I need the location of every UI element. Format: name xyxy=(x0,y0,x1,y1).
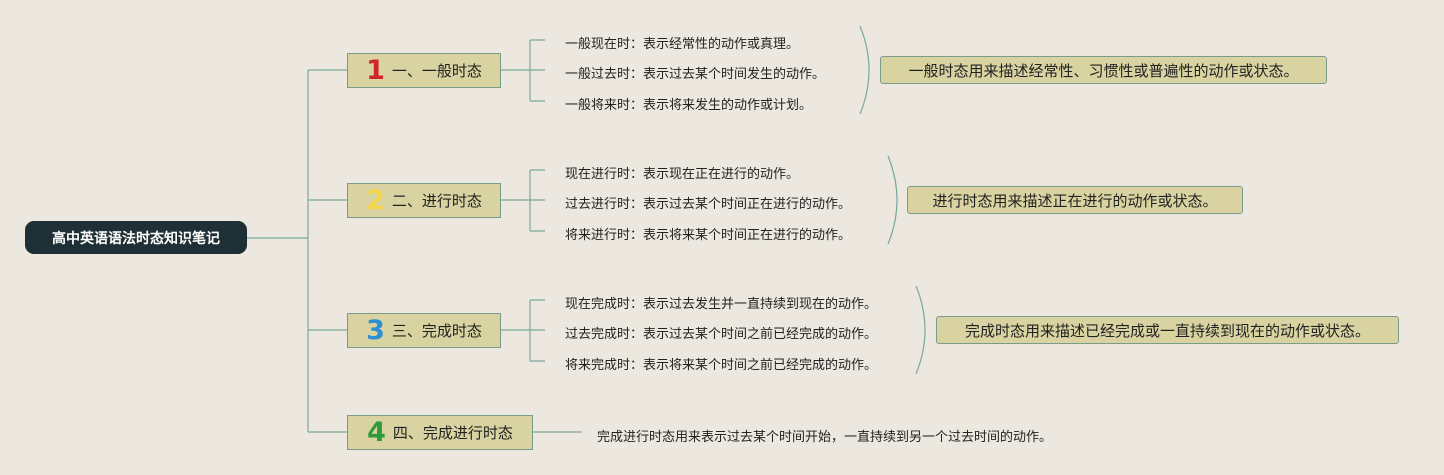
branch-label-4: 四、完成进行时态 xyxy=(392,424,513,442)
leaf-1-2[interactable]: 一般过去时：表示过去某个时间发生的动作。 xyxy=(565,67,826,82)
branch-label-3: 三、完成时态 xyxy=(391,322,482,340)
leaf-3-3[interactable]: 将来完成时：表示将来某个时间之前已经完成的动作。 xyxy=(565,358,878,373)
leaf-2-2[interactable]: 过去进行时：表示过去某个时间正在进行的动作。 xyxy=(565,197,852,212)
branch-node-4[interactable]: 4 四、完成进行时态 xyxy=(347,415,533,450)
leaf-3-1[interactable]: 现在完成时：表示过去发生并一直持续到现在的动作。 xyxy=(565,297,878,312)
branch-number-3: 3 xyxy=(366,315,385,346)
leaf-1-1[interactable]: 一般现在时：表示经常性的动作或真理。 xyxy=(565,37,800,52)
summary-1[interactable]: 一般时态用来描述经常性、习惯性或普遍性的动作或状态。 xyxy=(880,56,1327,84)
brace-2 xyxy=(887,155,898,245)
branch-2-fork xyxy=(529,169,545,232)
branch-1-fork xyxy=(529,39,545,102)
branch-number-2: 2 xyxy=(366,185,385,216)
leaf-4-1[interactable]: 完成进行时态用来表示过去某个时间开始，一直持续到另一个过去时间的动作。 xyxy=(597,430,1053,445)
brace-3 xyxy=(915,285,926,375)
leaf-1-3[interactable]: 一般将来时：表示将来发生的动作或计划。 xyxy=(565,98,813,113)
branch-node-3[interactable]: 3 三、完成时态 xyxy=(347,313,501,348)
branch-label-2: 二、进行时态 xyxy=(391,192,482,210)
leaf-2-3[interactable]: 将来进行时：表示将来某个时间正在进行的动作。 xyxy=(565,228,852,243)
summary-2[interactable]: 进行时态用来描述正在进行的动作或状态。 xyxy=(907,186,1243,214)
root-node[interactable]: 高中英语语法时态知识笔记 xyxy=(25,221,247,254)
branch-3-fork xyxy=(529,299,545,362)
brace-1 xyxy=(859,25,870,115)
branch-node-2[interactable]: 2 二、进行时态 xyxy=(347,183,501,218)
branch-node-1[interactable]: 1 一、一般时态 xyxy=(347,53,501,88)
branch-number-4: 4 xyxy=(367,417,386,448)
leaf-2-1[interactable]: 现在进行时：表示现在正在进行的动作。 xyxy=(565,167,800,182)
root-title: 高中英语语法时态知识笔记 xyxy=(52,230,220,247)
branch-number-1: 1 xyxy=(366,55,385,86)
branch-label-1: 一、一般时态 xyxy=(391,62,482,80)
summary-3[interactable]: 完成时态用来描述已经完成或一直持续到现在的动作或状态。 xyxy=(936,316,1399,344)
leaf-3-2[interactable]: 过去完成时：表示过去某个时间之前已经完成的动作。 xyxy=(565,327,878,342)
